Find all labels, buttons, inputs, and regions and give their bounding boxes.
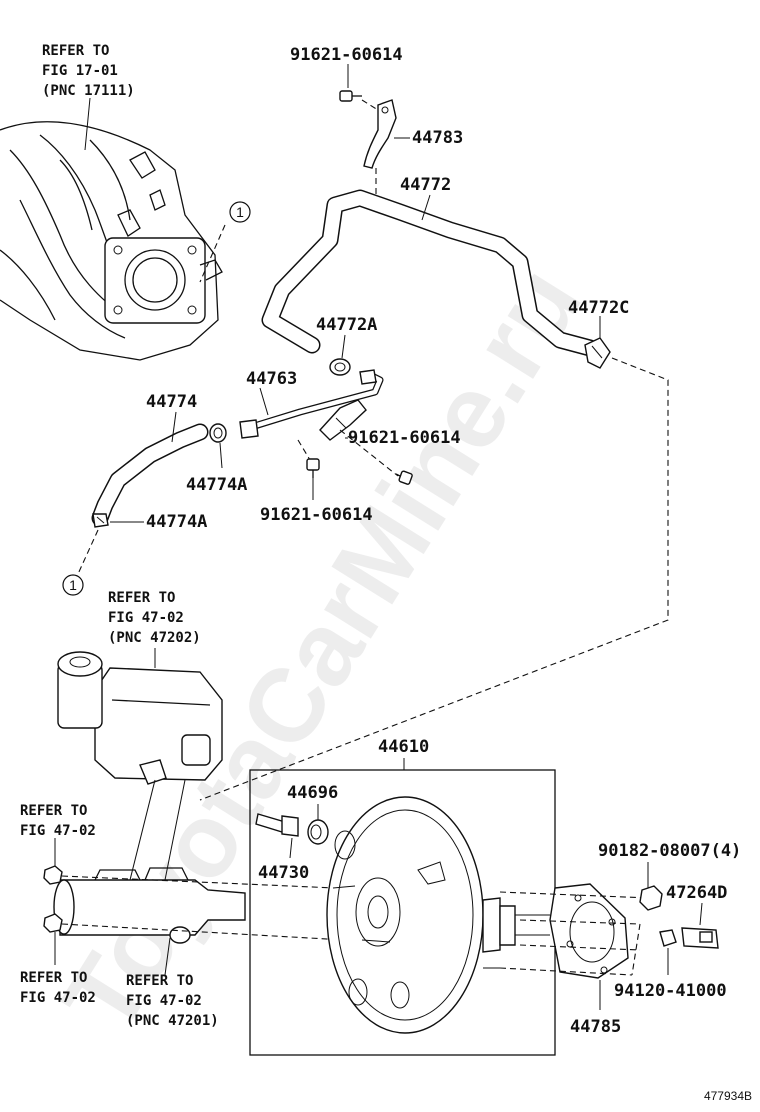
ref-line-1: REFER TO [20,803,87,819]
callout-number: 1 [236,204,244,220]
ref-fig-47-02-left-lower: REFER TO FIG 47-02 [20,970,96,1006]
label-44730: 44730 [258,863,309,883]
clip-44772C [584,337,611,369]
ref-line-2: FIG 47-02 [126,993,202,1009]
ref-line-1: REFER TO [126,973,193,989]
check-valve-44730 [255,813,299,837]
hose-44772 [261,189,599,357]
ref-line-2: FIG 47-02 [20,990,96,1006]
label-44774: 44774 [146,392,197,412]
bolt-91621-mid [395,470,413,485]
callout-number: 1 [69,577,77,593]
ref-line-3: (PNC 47202) [108,630,201,646]
bolt-91621-top [339,90,362,102]
label-44696: 44696 [287,783,338,803]
clip-44774A-low [92,513,109,528]
callout-1-lower: 1 [62,574,84,596]
label-94120-41000: 94120-41000 [614,981,727,1001]
ref-fig-47-02-bottom: REFER TO FIG 47-02 (PNC 47201) [126,973,219,1029]
label-47264D: 47264D [666,883,727,903]
ref-fig-17-01: REFER TO FIG 17-01 (PNC 17111) [42,43,135,99]
hose-44774 [91,423,209,527]
brake-booster-44610 [326,796,550,1034]
ref-fig-47-02-reservoir: REFER TO FIG 47-02 (PNC 47202) [108,590,201,646]
figure-id: 477934B [704,1089,752,1103]
ref-fig-47-02-left-upper: REFER TO FIG 47-02 [20,803,96,839]
gasket-44785 [549,883,629,979]
ref-line-1: REFER TO [42,43,109,59]
pin-94120 [659,929,677,947]
label-91621-60614-mid: 91621-60614 [348,428,461,448]
bolt-91621-low [306,458,320,478]
ref-line-2: FIG 47-02 [20,823,96,839]
label-90182-08007: 90182-08007(4) [598,841,741,861]
label-91621-60614-low: 91621-60614 [260,505,373,525]
label-44772: 44772 [400,175,451,195]
clip-44774A-mid [209,423,227,443]
callout-1-upper: 1 [229,201,251,223]
label-44785: 44785 [570,1017,621,1037]
grommet-44696 [307,819,329,845]
nut-90182 [639,885,663,911]
label-91621-60614-top: 91621-60614 [290,45,403,65]
clevis-47264D [681,927,719,949]
intake-manifold [0,121,223,361]
clip-44772A [329,358,351,376]
ref-line-1: REFER TO [20,970,87,986]
label-44774A-mid: 44774A [186,475,247,495]
label-44772C: 44772C [568,298,629,318]
label-44610: 44610 [378,737,429,757]
nut-upper-left [43,865,63,885]
ref-line-3: (PNC 47201) [126,1013,219,1029]
label-44772A: 44772A [316,315,377,335]
ref-line-2: FIG 17-01 [42,63,118,79]
label-44783: 44783 [412,128,463,148]
pipe-44763 [239,369,384,441]
ref-line-1: REFER TO [108,590,175,606]
brake-fluid-reservoir [57,651,223,785]
label-44774A-low: 44774A [146,512,207,532]
nut-lower-left [43,913,63,933]
ref-line-2: FIG 47-02 [108,610,184,626]
bracket-44783 [363,99,397,169]
label-44763: 44763 [246,369,297,389]
ref-line-3: (PNC 17111) [42,83,135,99]
